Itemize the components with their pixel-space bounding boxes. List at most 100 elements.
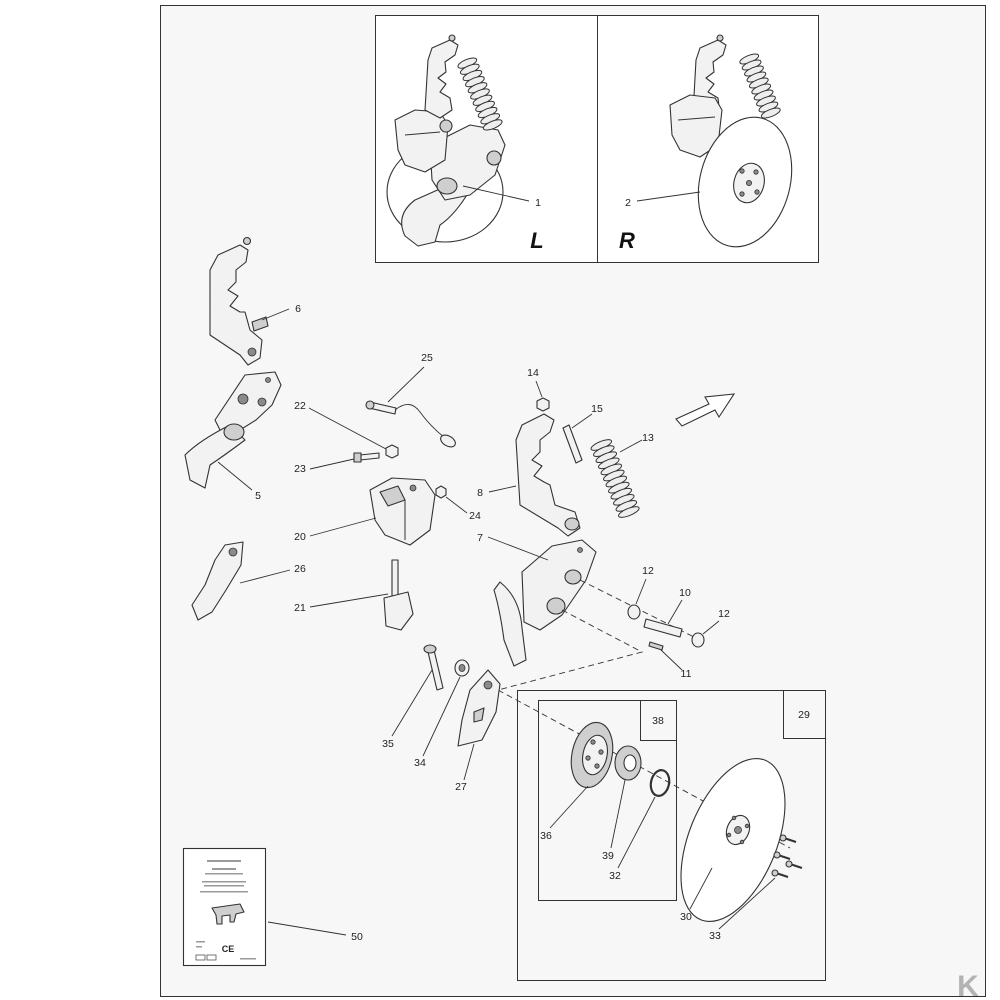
screw <box>785 860 803 869</box>
callout-30: 30 <box>680 911 692 923</box>
leader-13 <box>619 439 643 453</box>
right-tension-spring <box>739 53 781 119</box>
leader-1 <box>462 185 530 202</box>
part-33-screws: 33 <box>709 834 803 942</box>
view-label-right: R <box>619 228 635 253</box>
leader-27 <box>463 743 475 781</box>
manual-ce-mark: CE <box>222 944 235 954</box>
right-clamp-edge <box>677 116 716 121</box>
clamp-hole <box>409 484 417 492</box>
disc-kit-box: 29 38 36 39 32 <box>517 690 826 981</box>
scraper-slot <box>473 707 485 723</box>
callout-15: 15 <box>591 403 603 415</box>
leader-12a <box>635 578 647 605</box>
bracket-hole <box>257 397 267 407</box>
nut-body <box>435 485 447 499</box>
callout-10: 10 <box>679 587 691 599</box>
box-29-frame <box>517 690 826 981</box>
part-36-hub: 36 <box>540 721 614 842</box>
part-26-blade: 26 <box>191 541 306 621</box>
rod <box>391 559 399 601</box>
callout-14: 14 <box>527 367 539 379</box>
hook-arm-hole <box>247 347 257 357</box>
pin-head <box>365 400 375 410</box>
callout-38: 38 <box>652 715 664 727</box>
part-32-retaining-ring: 32 <box>609 769 671 882</box>
box-38-tag <box>640 700 677 741</box>
leader-33 <box>718 877 776 930</box>
part-50-assembly-manual: CE 50 <box>182 847 363 967</box>
hook-arm-boss <box>564 517 580 531</box>
box-29-tag <box>783 690 826 739</box>
leader-8 <box>488 485 517 493</box>
hook-plate <box>383 591 414 631</box>
part-8-hook-arm: 8 <box>477 413 581 537</box>
coulter-shoe <box>184 424 246 489</box>
callout-34: 34 <box>414 757 426 769</box>
brand-logo: K <box>957 970 979 1000</box>
disc-bolt-hole <box>744 823 750 829</box>
bracket-plate <box>521 539 597 631</box>
pin-cable <box>394 404 446 439</box>
left-clamp-body <box>394 109 449 173</box>
bracket-hub-lower <box>546 597 566 615</box>
part-39-bearing: 39 <box>602 745 642 862</box>
hub-hole <box>590 739 596 745</box>
part-14-nut: 14 <box>527 367 550 412</box>
bushing-body <box>691 632 705 648</box>
spring-coil-turn <box>482 119 503 131</box>
leader-36 <box>549 785 589 829</box>
part-25-linch-pin: 25 <box>365 352 456 448</box>
callout-23: 23 <box>294 463 306 475</box>
disc-bolt-hole <box>739 839 745 845</box>
part-11-roll-pin: 11 <box>648 641 692 680</box>
part-12-bushing-a: 12 <box>627 565 654 620</box>
part-6-hook-arm: 6 <box>209 236 301 366</box>
part-35-bolt: 35 <box>382 644 444 750</box>
leader-39 <box>610 779 626 849</box>
screw-head <box>773 851 781 859</box>
hub-hole <box>585 755 591 761</box>
disc-center-hole <box>734 826 742 834</box>
manual-text-line <box>205 873 243 875</box>
manual-symbol <box>195 954 206 961</box>
manual-text-line <box>207 860 241 862</box>
bracket-hole <box>265 377 271 383</box>
disc-bolt-hole <box>726 832 732 838</box>
box-38-frame <box>538 700 677 901</box>
part-13-spring: 13 <box>590 432 654 518</box>
spring-coil <box>590 439 640 518</box>
leader-11 <box>660 649 683 671</box>
callout-6: 6 <box>295 303 301 315</box>
alignment-line-disc <box>497 689 791 849</box>
leader-12b <box>702 620 720 635</box>
bracket-hub-upper <box>564 569 582 585</box>
leader-25 <box>387 366 425 403</box>
callout-1: 1 <box>535 197 541 209</box>
part-23-bolt: 23 <box>294 452 380 475</box>
travel-direction-arrow-icon <box>675 393 736 427</box>
alignment-line-scraper <box>497 609 644 691</box>
part-10-pin: 10 <box>643 587 691 638</box>
callout-25: 25 <box>421 352 433 364</box>
bushing-body <box>627 604 641 620</box>
right-top-pin <box>716 34 724 42</box>
right-hub-center <box>746 179 753 186</box>
callout-27: 27 <box>455 781 467 793</box>
leader-26 <box>239 569 291 584</box>
leader-6 <box>261 308 290 321</box>
bolt-head <box>353 452 362 463</box>
hook-arm-top-pin <box>242 236 252 246</box>
spring-coil-turn <box>760 107 781 119</box>
part-5-bracket-shoe: 5 <box>184 371 282 502</box>
right-hub-hole <box>739 168 745 174</box>
manual-text-line <box>240 958 256 960</box>
left-clamp-edge <box>404 131 441 136</box>
manual-text-line <box>212 868 236 870</box>
manual-text-line <box>202 881 246 883</box>
screw <box>771 869 789 878</box>
leader-14 <box>535 380 543 398</box>
leader-10 <box>667 599 683 625</box>
callout-35: 35 <box>382 738 394 750</box>
